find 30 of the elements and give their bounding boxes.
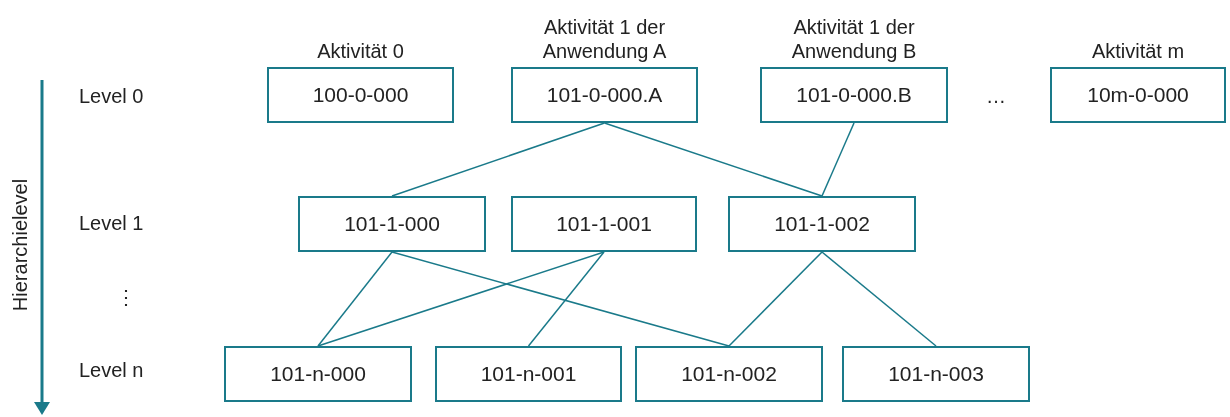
level-label: Level n: [79, 358, 144, 382]
process-box: 101-0-000.A: [511, 67, 698, 123]
connector-line: [527, 251, 605, 347]
process-box: 101-n-001: [435, 346, 622, 402]
activity-heading: Aktivität 0: [317, 39, 404, 64]
connector-line: [317, 251, 393, 347]
connector-line: [391, 251, 730, 347]
connector-line: [391, 122, 606, 197]
activity-heading: Aktivität 1 der Anwendung A: [541, 15, 668, 64]
process-box: 101-1-000: [298, 196, 486, 252]
connector-line: [821, 251, 937, 347]
process-box: 101-n-002: [635, 346, 823, 402]
activity-heading: Aktivität m: [1091, 39, 1185, 64]
process-box: 101-n-003: [842, 346, 1030, 402]
process-box: 10m-0-000: [1050, 67, 1226, 123]
process-box: 101-1-001: [511, 196, 697, 252]
connector-line: [603, 122, 823, 197]
connector-line: [728, 251, 823, 347]
level-label: ⋮: [116, 285, 136, 309]
connector-line: [317, 251, 605, 347]
process-box: 101-0-000.B: [760, 67, 948, 123]
process-box: 101-1-002: [728, 196, 916, 252]
process-box: 101-n-000: [224, 346, 412, 402]
activity-heading: Aktivität 1 der Anwendung B: [790, 15, 918, 64]
level-label: Level 1: [79, 211, 144, 235]
level-label: …: [986, 84, 1006, 108]
process-box: 100-0-000: [267, 67, 454, 123]
level-label: Level 0: [79, 84, 144, 108]
connector-line: [821, 122, 855, 197]
axis-label: Hierarchielevel: [8, 178, 32, 312]
